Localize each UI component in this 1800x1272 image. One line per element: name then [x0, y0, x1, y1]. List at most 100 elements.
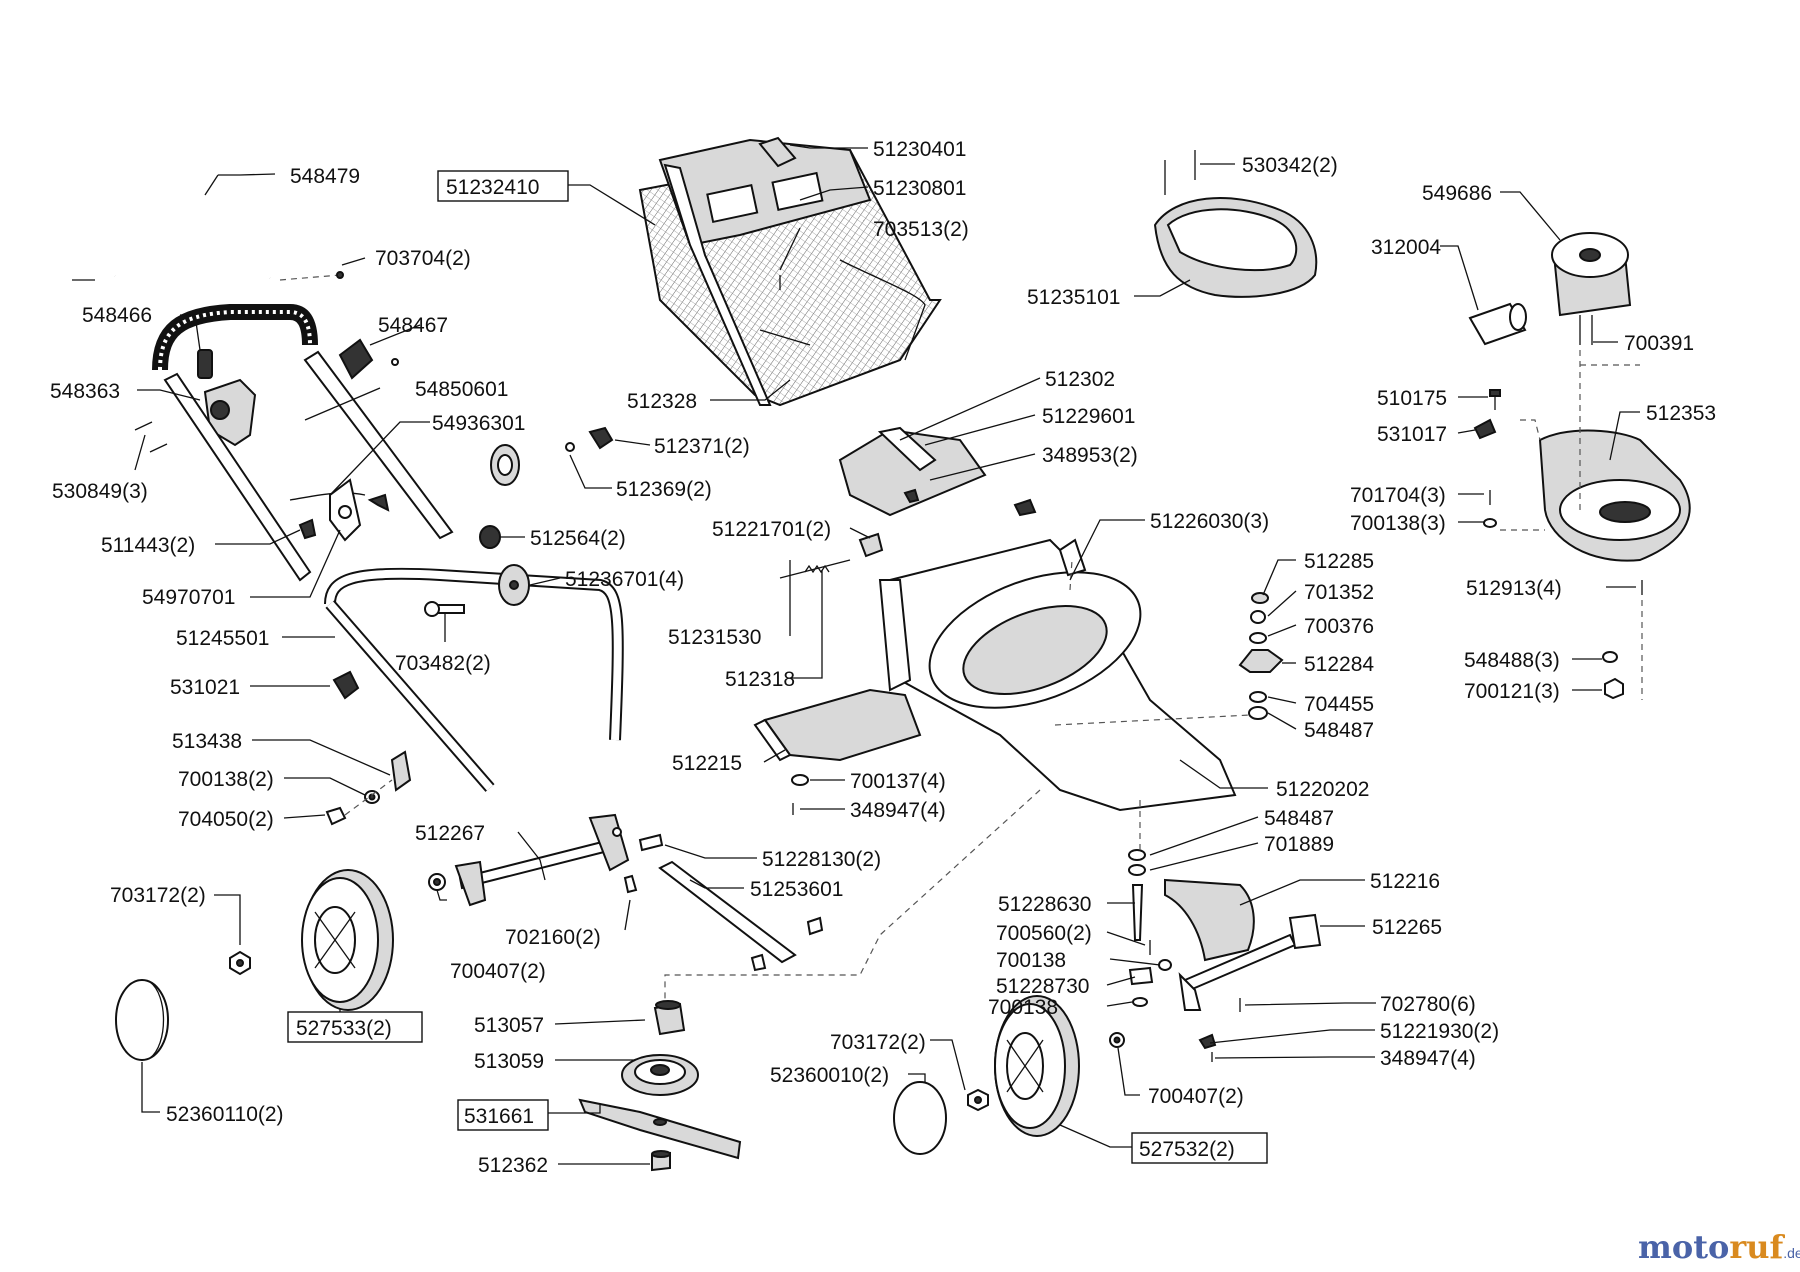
- part-label: 52360010(2): [770, 1064, 889, 1087]
- part-label: 512913(4): [1466, 577, 1562, 600]
- motor-housing-512353: [1538, 429, 1691, 562]
- part-label: 704050(2): [178, 808, 274, 831]
- washer-700407-left: [428, 873, 446, 891]
- lower-handle-tubes: [163, 350, 454, 582]
- part-label: 512318: [725, 668, 795, 691]
- handle-knob-assembly: [329, 478, 390, 542]
- part-label: 548467: [378, 314, 448, 337]
- slider-51221701: [858, 532, 884, 558]
- upper-handle-bar: [102, 195, 273, 280]
- part-label: 51235101: [1027, 286, 1120, 309]
- handle-screws-530849: [134, 421, 168, 453]
- boxed-label-frame-51232410: [437, 170, 569, 202]
- part-label: 700121(3): [1464, 680, 1560, 703]
- part-label: 700138(2): [178, 768, 274, 791]
- part-label: 51228730: [996, 975, 1089, 998]
- part-label: 510175: [1377, 387, 1447, 410]
- part-label: 700138: [996, 949, 1066, 972]
- screw-51228130: [638, 833, 664, 852]
- part-label: 548363: [50, 380, 120, 403]
- part-label: 548466: [82, 304, 152, 327]
- blade-531661: [578, 1098, 742, 1160]
- part-label: 704455: [1304, 693, 1374, 716]
- part-label: 703172(2): [110, 884, 206, 907]
- svg-text:motoruf.de: motoruf.de: [1638, 1228, 1800, 1266]
- rear-axle-512267: [454, 813, 630, 907]
- boxed-label-frame-531661: [457, 1099, 549, 1131]
- leader-lines: [134, 144, 1640, 1165]
- part-label: 549686: [1422, 182, 1492, 205]
- spring-51231530: [779, 559, 851, 579]
- part-label: 512215: [672, 752, 742, 775]
- boxed-label-frame-527533: [287, 1011, 423, 1043]
- part-label: 51253601: [750, 878, 843, 901]
- nut-703172-right: [967, 1088, 989, 1112]
- part-label: 51245501: [176, 627, 269, 650]
- part-label: 548487: [1264, 807, 1334, 830]
- catcher-handle-51230401: [758, 136, 797, 168]
- part-label: 51226030(3): [1150, 510, 1269, 533]
- part-label: 527532(2): [1139, 1138, 1235, 1161]
- part-label: 51221701(2): [712, 518, 831, 541]
- part-label: 54850601: [415, 378, 508, 401]
- part-label: 54970701: [142, 586, 235, 609]
- hub-cap-right: [893, 1081, 947, 1155]
- part-label: 548487: [1304, 719, 1374, 742]
- blade-adapter-513057: [653, 1000, 686, 1036]
- part-label: 702780(6): [1380, 993, 1476, 1016]
- part-label: 348947(4): [850, 799, 946, 822]
- part-label: 512265: [1372, 916, 1442, 939]
- screw-510175: [1489, 389, 1501, 410]
- switch-lever: [197, 349, 213, 379]
- part-label: 512362: [478, 1154, 548, 1177]
- part-label: 512564(2): [530, 527, 626, 550]
- part-label: 701704(3): [1350, 484, 1446, 507]
- cable-clip-548467: [338, 338, 399, 380]
- part-label: 531017: [1377, 423, 1447, 446]
- clamp-513438: [390, 750, 412, 792]
- part-label: 531021: [170, 676, 240, 699]
- part-label: 54936301: [432, 412, 525, 435]
- part-label: 513057: [474, 1014, 544, 1037]
- gear-wheel-51236701: [498, 564, 530, 606]
- motor-549686: [1551, 232, 1632, 345]
- part-label: 51228630: [998, 893, 1091, 916]
- part-label: 512267: [415, 822, 485, 845]
- assembly-dashed-lines: [664, 350, 1643, 1000]
- part-label: 51231530: [668, 626, 761, 649]
- washer-700407-right: [1109, 1032, 1125, 1048]
- part-label: 51220202: [1276, 778, 1369, 801]
- logo-text-suffix: .de: [1783, 1245, 1800, 1261]
- wheel-adjuster-knob: [565, 426, 614, 452]
- part-label: 51232410: [446, 176, 539, 199]
- washer-700138: [364, 790, 380, 804]
- axle-51253601: [658, 860, 824, 972]
- knob-stack: [1238, 592, 1284, 720]
- part-label: 703513(2): [873, 218, 969, 241]
- chute-512215: [753, 688, 922, 762]
- part-label: 512328: [627, 390, 697, 413]
- part-label: 512284: [1304, 653, 1374, 676]
- clip-511443: [298, 518, 317, 540]
- nut-703172-left: [229, 950, 251, 976]
- bracket-512265: [1178, 913, 1322, 1011]
- screws-530342: [1164, 150, 1196, 195]
- part-label: 548488(3): [1464, 649, 1560, 672]
- part-label: 512353: [1646, 402, 1716, 425]
- chute-fasteners: [791, 774, 809, 815]
- logo-text-part2: ruf: [1729, 1228, 1785, 1266]
- fan-513059: [621, 1054, 699, 1096]
- part-label: 700138(3): [1350, 512, 1446, 535]
- part-label: 700407(2): [450, 960, 546, 983]
- capacitor-312004: [1468, 302, 1527, 346]
- part-label: 513059: [474, 1050, 544, 1073]
- screw-701704: [1483, 490, 1497, 528]
- blade-holder-stack: [1128, 849, 1172, 1007]
- part-label: 700560(2): [996, 922, 1092, 945]
- upper-handle-screws: [72, 271, 344, 281]
- part-label: 512369(2): [616, 478, 712, 501]
- part-label: 701889: [1264, 833, 1334, 856]
- guard-512216: [1164, 878, 1255, 962]
- part-label: 700407(2): [1148, 1085, 1244, 1108]
- motor-hood-51235101: [1153, 197, 1318, 298]
